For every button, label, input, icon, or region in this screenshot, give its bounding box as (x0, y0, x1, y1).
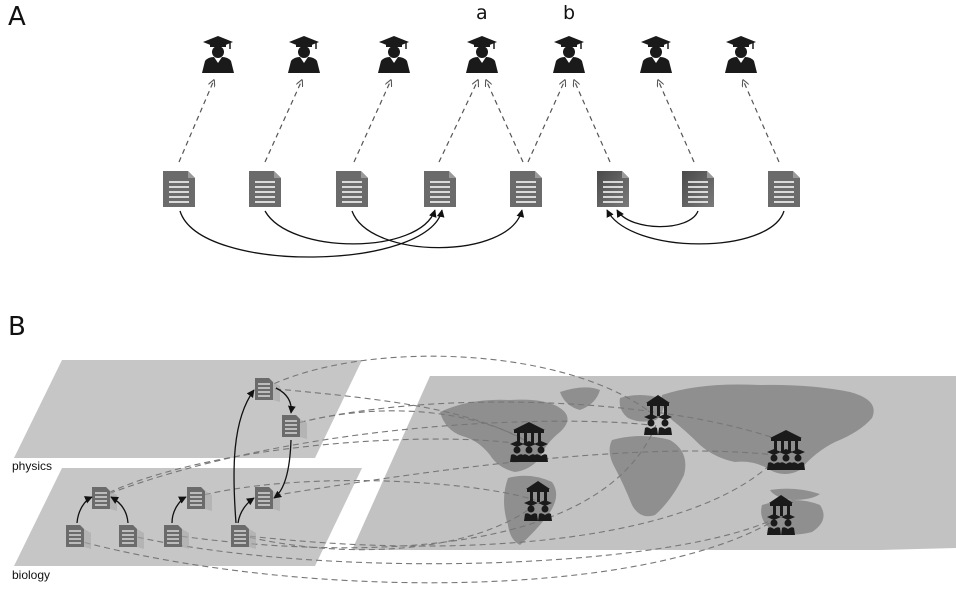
paper-icon (423, 170, 457, 208)
panel-a-label: A (8, 2, 26, 32)
authorship-links (178, 80, 780, 163)
author-icon (201, 35, 235, 74)
paper-icon (681, 170, 715, 208)
author-icon (465, 35, 499, 74)
author-icon (377, 35, 411, 74)
panel-a-authors (201, 35, 758, 74)
world-map (352, 376, 956, 550)
paper-icon (509, 170, 543, 208)
paper-icon (162, 170, 196, 208)
affiliation-links (74, 355, 781, 584)
paper-icon (248, 170, 282, 208)
citation-links (179, 209, 785, 258)
paper-icon (335, 170, 369, 208)
author-icon (639, 35, 673, 74)
paper-icon (767, 170, 801, 208)
author-icon (552, 35, 586, 74)
author-icon (287, 35, 321, 74)
panel-a-papers (162, 170, 801, 208)
author-icon (724, 35, 758, 74)
physics-layer (14, 360, 362, 458)
paper-icon (596, 170, 630, 208)
biology-layer (14, 468, 362, 566)
biology-layer-label: biology (12, 568, 51, 582)
physics-layer-label: physics (12, 459, 53, 473)
author-label-b: b (563, 2, 576, 24)
layer-citation-links (76, 387, 296, 524)
panel-b-label: B (8, 312, 26, 342)
author-label-a: a (476, 2, 488, 24)
